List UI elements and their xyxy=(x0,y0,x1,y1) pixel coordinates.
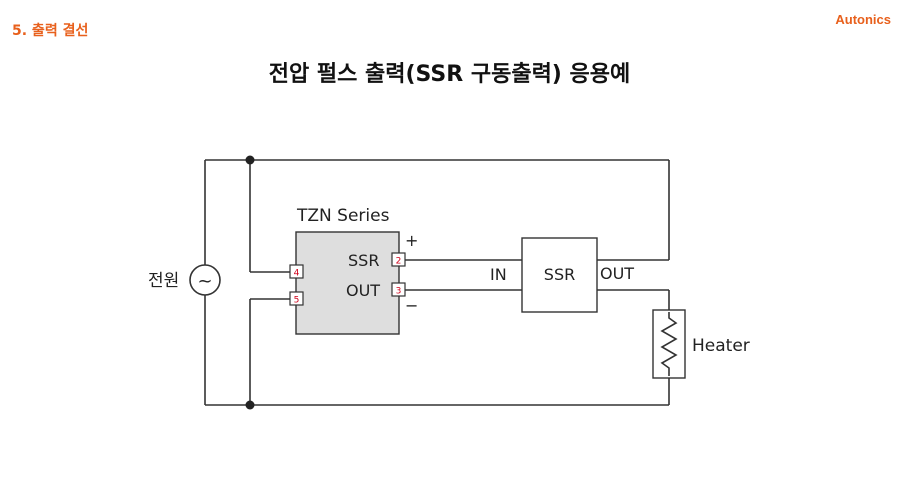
wires xyxy=(204,159,670,406)
controller-series-label: TZN Series xyxy=(296,206,390,226)
power-label: 전원 xyxy=(148,271,179,291)
ssr-in-label: IN xyxy=(490,265,507,284)
section-title: 5. 출력 결선 xyxy=(12,23,89,39)
brand-logo: Autonics xyxy=(835,12,891,27)
heater-label: Heater xyxy=(692,336,750,356)
ssr-out-label: OUT xyxy=(600,264,634,283)
junction-dot-bottom xyxy=(245,400,255,410)
power-source: ~ 전원 xyxy=(148,264,221,296)
plus-sign: + xyxy=(405,231,418,250)
terminal-3 xyxy=(391,282,406,297)
tzn-controller: TZN Series SSR OUT 4 5 2 3 + − xyxy=(289,206,418,335)
terminal-2 xyxy=(391,252,406,267)
ssr-body xyxy=(521,237,598,313)
controller-ssr-label: SSR xyxy=(348,251,379,270)
ac-symbol: ~ xyxy=(197,271,212,292)
terminal-5 xyxy=(289,291,304,306)
terminal-2-label: 2 xyxy=(396,257,402,267)
heater-body xyxy=(652,309,686,379)
terminal-5-label: 5 xyxy=(294,296,300,306)
ssr-label: SSR xyxy=(544,265,575,284)
heater-resistor-icon xyxy=(660,312,678,376)
page-title: 전압 펄스 출력(SSR 구동출력) 응용예 xyxy=(268,62,631,87)
ac-source-icon xyxy=(189,264,221,296)
junction-dot-top xyxy=(245,155,255,165)
minus-sign: − xyxy=(405,296,418,315)
heater: Heater xyxy=(652,309,750,379)
controller-out-label: OUT xyxy=(346,281,380,300)
ssr-device: SSR IN OUT xyxy=(490,237,634,313)
terminal-4 xyxy=(289,264,304,279)
terminal-4-label: 4 xyxy=(294,269,300,279)
controller-body xyxy=(295,231,400,335)
terminal-3-label: 3 xyxy=(396,287,402,297)
